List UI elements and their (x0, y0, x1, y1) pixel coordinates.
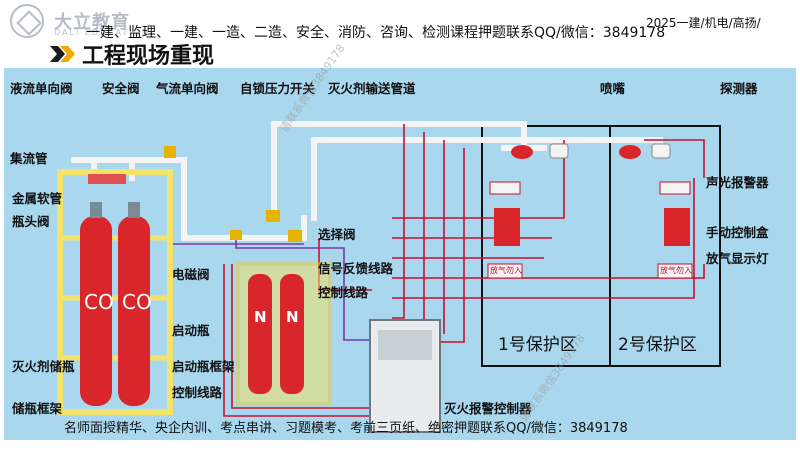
double-chevron-icon (50, 46, 75, 62)
logo-subtext: DALI EDUCATION (54, 28, 150, 37)
storage-rack (57, 169, 173, 415)
label-delivery-pipe: 灭火剂输送管道 (328, 81, 416, 96)
logo-text: 大立教育 (54, 12, 130, 33)
nozzle-2 (619, 145, 641, 159)
label-solenoid-valve: 电磁阀 (172, 267, 210, 282)
bottom-banner: 名师面授精华、央企内训、考点串讲、习题模考、考前三页纸、绝密押题联系QQ/微信：… (64, 421, 628, 436)
label-bottle-valve: 瓶头阀 (12, 214, 50, 229)
label-starter-rack: 启动瓶框架 (172, 359, 235, 374)
manual-box-1 (494, 208, 520, 246)
zone-1-label: 1号保护区 (498, 335, 577, 355)
top-banner: 一建、监理、一建、一造、二造、安全、消防、咨询、检测课程押题联系QQ/微信：38… (86, 25, 666, 41)
co2-mark-1: CO (84, 290, 114, 314)
selector-valve-2 (288, 230, 302, 242)
n2-mark-2: N (286, 308, 299, 326)
label-pressure-switch: 自锁压力开关 (240, 81, 316, 96)
co2-cylinders (80, 202, 150, 406)
release-text-2: 放气勿入 (660, 266, 692, 275)
release-light-1 (487, 263, 523, 279)
label-control-line-2: 控制线路 (172, 385, 223, 400)
n2-mark-1: N (254, 308, 267, 326)
label-control-line-1: 控制线路 (318, 285, 369, 300)
label-starter-bottle: 启动瓶 (172, 323, 210, 338)
label-selector-valve: 选择阀 (318, 227, 356, 242)
starter-bottle-2 (280, 274, 304, 394)
sound-light-alarm-1 (489, 181, 521, 195)
zone-2-box (609, 125, 721, 367)
sound-light-alarm-2 (659, 181, 691, 195)
label-safety-valve: 安全阀 (102, 81, 140, 96)
course-tag: 2025一建/机电/高扬/ (646, 16, 761, 30)
logo: 大立教育 DALI EDUCATION (10, 4, 160, 40)
label-nozzle: 喷嘴 (600, 81, 626, 96)
label-storage-rack: 储瓶框架 (12, 401, 63, 416)
label-manifold: 集流管 (10, 151, 48, 166)
nozzle-1 (511, 145, 533, 159)
label-alarm-controller: 灭火报警控制器 (444, 401, 532, 416)
safety-valve (164, 146, 176, 158)
release-light-2 (657, 263, 693, 279)
label-detector: 探测器 (720, 81, 758, 96)
page-title: 工程现场重现 (82, 44, 215, 69)
starter-bottle-1 (248, 274, 272, 394)
logo-mark-icon (10, 4, 44, 38)
system-diagram: 液流单向阀 安全阀 气流单向阀 自锁压力开关 灭火剂输送管道 喷嘴 探测器 集流… (4, 68, 796, 440)
label-metal-hose: 金属软管 (12, 191, 63, 206)
detector-1 (549, 143, 569, 159)
release-text-1: 放气勿入 (490, 266, 522, 275)
selector-valve-1 (266, 210, 280, 222)
co2-mark-2: CO (122, 290, 152, 314)
delivery-pipes (71, 121, 663, 241)
detector-2 (651, 143, 671, 159)
label-liquid-check-valve: 液流单向阀 (10, 81, 73, 96)
label-agent-storage-bottle: 灭火剂储瓶 (12, 359, 75, 374)
zone-2-label: 2号保护区 (618, 335, 697, 355)
manual-box-2 (664, 208, 690, 246)
label-release-light: 放气显示灯 (706, 251, 769, 266)
label-gas-check-valve: 气流单向阀 (156, 81, 219, 96)
diagram-drawing (57, 121, 721, 433)
label-manual-box: 手动控制盒 (706, 225, 769, 240)
solenoid-valve (230, 230, 242, 240)
label-sound-light-alarm: 声光报警器 (706, 175, 769, 190)
label-signal-feedback-line: 信号反馈线路 (318, 261, 394, 276)
